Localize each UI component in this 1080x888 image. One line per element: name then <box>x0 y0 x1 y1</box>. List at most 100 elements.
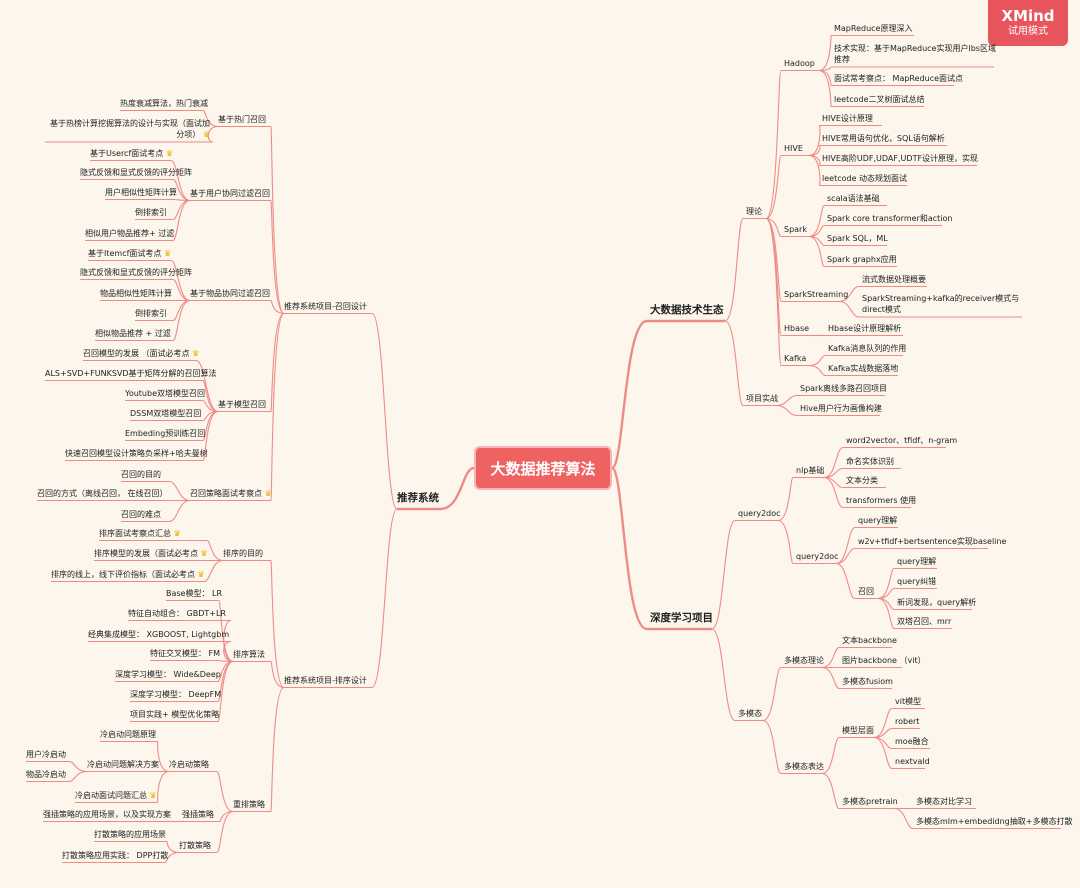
topic-n100[interactable]: 冷启动问题原理 <box>100 729 156 740</box>
topic-n89[interactable]: 排序的线上，线下评价指标（面试必考点 ♛ <box>51 569 205 580</box>
topic-n90[interactable]: 排序算法 <box>233 649 265 660</box>
topic-n91[interactable]: Base模型： LR <box>166 588 222 599</box>
topic-n97[interactable]: 项目实践+ 模型优化策略 <box>130 709 219 720</box>
topic-n94[interactable]: 特征交叉模型： FM <box>150 648 220 659</box>
topic-n39[interactable]: query理解 <box>897 556 936 567</box>
topic-n46[interactable]: 图片backbone （vit） <box>842 655 926 666</box>
topic-n101[interactable]: 冷启动问题解决方案 <box>87 759 159 770</box>
topic-n18[interactable]: 流式数据处理概要 <box>862 274 926 285</box>
topic-n24[interactable]: Kafka实战数据落地 <box>828 363 898 374</box>
topic-n98[interactable]: 重排策略 <box>233 799 265 810</box>
topic-n45[interactable]: 文本backbone <box>842 635 897 646</box>
topic-n66[interactable]: 倒排索引 <box>135 207 167 218</box>
topic-n95[interactable]: 深度学习模型： Wide&Deep <box>115 669 221 680</box>
topic-n96[interactable]: 深度学习模型： DeepFM <box>130 689 221 700</box>
topic-n43[interactable]: 多模态 <box>738 708 762 719</box>
topic-n99[interactable]: 冷启动策略 <box>169 759 209 770</box>
topic-n55[interactable]: 多模态对比学习 <box>916 796 972 807</box>
topic-n56[interactable]: 多模态mlm+embedidng抽取+多模态打散 <box>916 816 1072 827</box>
topic-n51[interactable]: robert <box>895 716 919 727</box>
topic-n87[interactable]: 排序面试考察点汇总 ♛ <box>99 528 181 539</box>
topic-n78[interactable]: DSSM双塔模型召回 <box>130 408 201 419</box>
topic-n41[interactable]: 新词发现，query解析 <box>897 597 976 608</box>
topic-n76[interactable]: ALS+SVD+FUNKSVD基于矩阵分解的召回算法 <box>45 368 217 379</box>
topic-n68[interactable]: 基于物品协同过滤召回 <box>190 288 270 299</box>
topic-n25[interactable]: 项目实战 <box>746 393 778 404</box>
topic-n57[interactable]: 推荐系统 <box>397 493 439 504</box>
topic-n49[interactable]: 模型层面 <box>842 725 874 736</box>
topic-n38[interactable]: 召回 <box>858 586 874 597</box>
topic-n59[interactable]: 基于热门召回 <box>218 114 266 125</box>
topic-n54[interactable]: 多模态pretrain <box>842 796 898 807</box>
topic-n2[interactable]: Hadoop <box>784 58 815 69</box>
topic-n65[interactable]: 用户相似性矩阵计算 <box>105 187 177 198</box>
topic-n33[interactable]: 文本分类 <box>846 475 878 486</box>
topic-n27[interactable]: Hive用户行为画像构建 <box>800 403 882 414</box>
topic-n69[interactable]: 基于Itemcf面试考点 ♛ <box>88 248 171 259</box>
topic-n92[interactable]: 特征自动组合： GBDT+LR <box>128 608 226 619</box>
topic-n31[interactable]: word2vector、tfidf、n-gram <box>846 435 957 446</box>
topic-n79[interactable]: Embeding预训练召回 <box>125 428 205 439</box>
topic-n60[interactable]: 热度衰减算法，热门衰减 <box>120 98 208 109</box>
topic-n108[interactable]: 打散策略的应用场景 <box>94 829 166 840</box>
topic-n16[interactable]: Spark graphx应用 <box>827 254 897 265</box>
topic-n93[interactable]: 经典集成模型： XGBOOST, Lightgbm <box>88 629 229 640</box>
topic-n82[interactable]: 召回的目的 <box>121 469 161 480</box>
topic-n5[interactable]: 面试常考察点： MapReduce面试点 <box>834 73 963 84</box>
topic-n84[interactable]: 召回的难点 <box>121 509 161 520</box>
topic-n47[interactable]: 多模态fusiom <box>842 676 893 687</box>
topic-n40[interactable]: query纠错 <box>897 576 936 587</box>
topic-n4[interactable]: 技术实现：基于MapReduce实现用户lbs区域推荐 <box>834 43 999 65</box>
topic-n77[interactable]: Youtube双塔模型召回 <box>125 388 205 399</box>
topic-n29[interactable]: query2doc <box>738 508 781 519</box>
topic-n8[interactable]: HIVE设计原理 <box>822 113 873 124</box>
topic-n0[interactable]: 大数据技术生态 <box>650 305 724 316</box>
topic-n48[interactable]: 多模态表达 <box>784 761 824 772</box>
topic-n20[interactable]: Hbase <box>784 323 809 334</box>
topic-n34[interactable]: transformers 使用 <box>846 495 916 506</box>
topic-n30[interactable]: nlp基础 <box>796 465 824 476</box>
topic-n106[interactable]: 强插策略的应用场景，以及实现方案 <box>43 809 171 820</box>
topic-n42[interactable]: 双塔召回、mrr <box>897 616 951 627</box>
topic-n86[interactable]: 排序的目的 <box>223 548 263 559</box>
topic-n36[interactable]: query理解 <box>858 515 897 526</box>
topic-n102[interactable]: 用户冷启动 <box>26 749 66 760</box>
topic-n104[interactable]: 冷启动面试问题汇总 ♛ <box>75 790 157 801</box>
topic-n70[interactable]: 隐式反馈和显式反馈的评分矩阵 <box>80 267 192 278</box>
topic-n62[interactable]: 基于用户协同过滤召回 <box>190 188 270 199</box>
topic-n6[interactable]: leetcode二叉树面试总结 <box>834 94 925 105</box>
topic-n14[interactable]: Spark core transformer和action <box>827 213 952 224</box>
topic-n21[interactable]: Hbase设计原理解析 <box>828 323 901 334</box>
topic-n72[interactable]: 倒排索引 <box>135 308 167 319</box>
topic-n67[interactable]: 相似用户物品推荐+ 过滤 <box>85 228 174 239</box>
topic-n58[interactable]: 推荐系统项目-召回设计 <box>284 301 367 312</box>
topic-n12[interactable]: Spark <box>784 224 807 235</box>
topic-n88[interactable]: 排序模型的发展（面试必考点 ♛ <box>94 548 208 559</box>
topic-n19[interactable]: SparkStreaming+kafka的receiver模式与direct模式 <box>862 293 1027 315</box>
topic-n35[interactable]: query2doc <box>796 551 839 562</box>
topic-n107[interactable]: 打散策略 <box>179 840 211 851</box>
topic-n74[interactable]: 基于模型召回 <box>218 399 266 410</box>
topic-n28[interactable]: 深度学习项目 <box>650 613 713 624</box>
topic-n80[interactable]: 快速召回模型设计策略负采样+哈夫曼树 <box>65 448 208 459</box>
topic-n64[interactable]: 隐式反馈和显式反馈的评分矩阵 <box>80 167 192 178</box>
topic-n63[interactable]: 基于Usercf面试考点 ♛ <box>90 148 173 159</box>
topic-n71[interactable]: 物品相似性矩阵计算 <box>100 288 172 299</box>
topic-n75[interactable]: 召回模型的发展 （面试必考点 ♛ <box>83 348 199 359</box>
topic-n83[interactable]: 召回的方式（离线召回， 在线召回） <box>37 488 168 499</box>
topic-n103[interactable]: 物品冷启动 <box>26 769 66 780</box>
topic-n61[interactable]: 基于热榜计算挖掘算法的设计与实现（面试加分项） ♛ <box>45 118 210 140</box>
topic-n81[interactable]: 召回策略面试考察点 ♛ <box>190 488 272 499</box>
topic-n1[interactable]: 理论 <box>746 206 762 217</box>
topic-n11[interactable]: leetcode 动态规划面试 <box>822 173 907 184</box>
topic-n44[interactable]: 多模态理论 <box>784 655 824 666</box>
topic-n73[interactable]: 相似物品推荐 + 过滤 <box>95 328 171 339</box>
topic-n17[interactable]: SparkStreaming <box>784 289 848 300</box>
topic-n15[interactable]: Spark SQL，ML <box>827 233 888 244</box>
topic-n52[interactable]: moe融合 <box>895 736 929 747</box>
topic-n7[interactable]: HIVE <box>784 143 803 154</box>
root-topic[interactable]: 大数据推荐算法 <box>474 446 612 490</box>
topic-n85[interactable]: 推荐系统项目-排序设计 <box>284 675 367 686</box>
topic-n109[interactable]: 打散策略应用实践： DPP打散 <box>62 850 168 861</box>
topic-n13[interactable]: scala语法基础 <box>827 193 880 204</box>
